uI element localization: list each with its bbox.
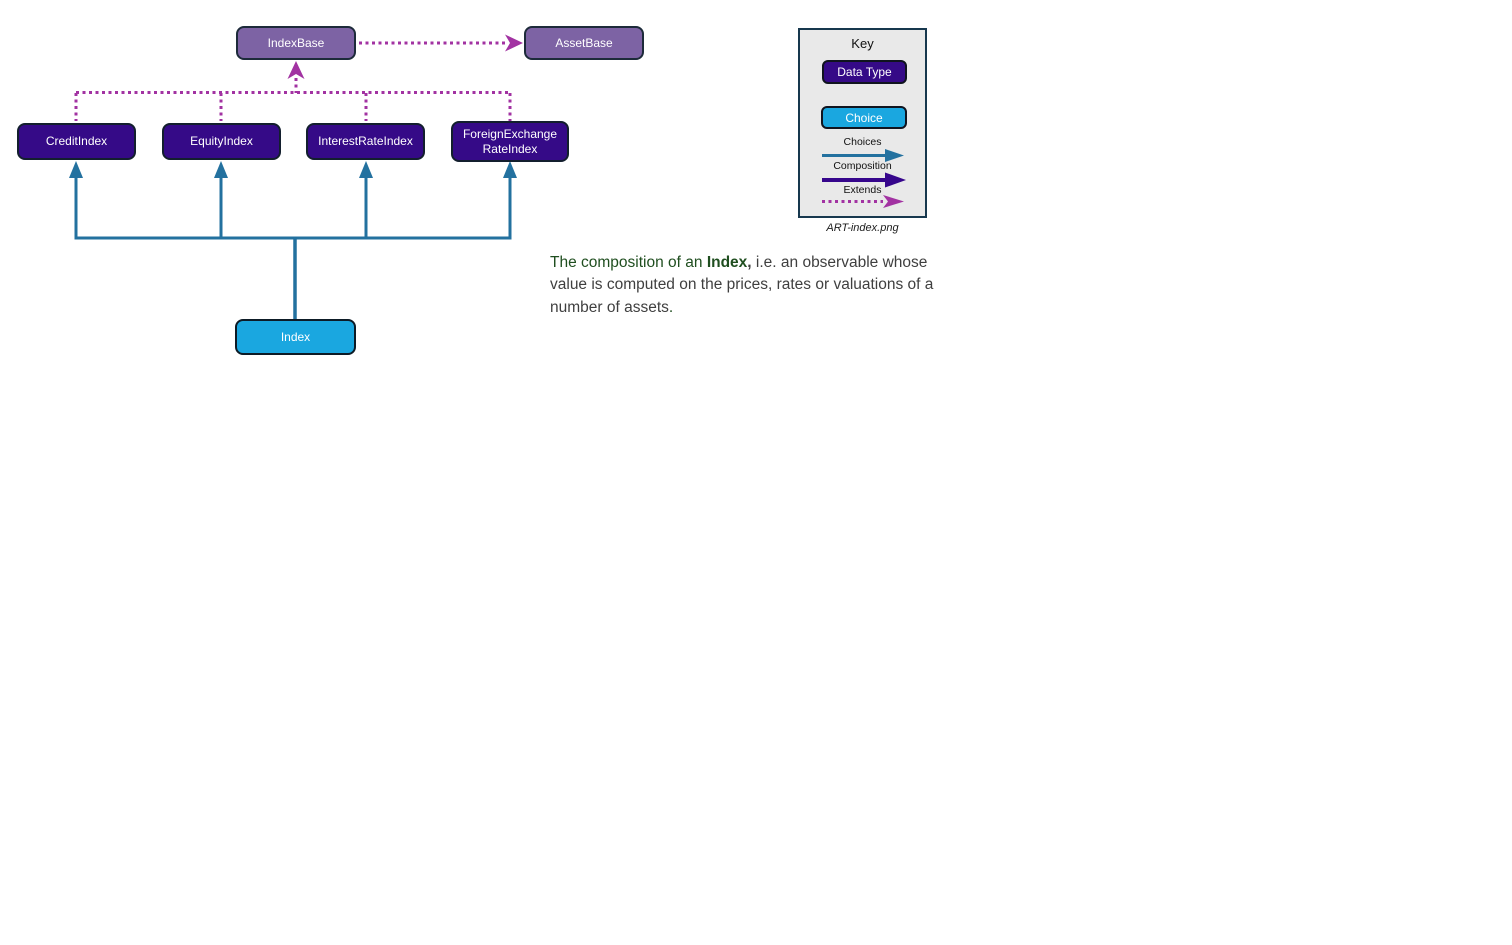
legend-composition-label: Composition	[833, 160, 892, 172]
node-index: Index	[235, 319, 356, 355]
choices-arrow-sample	[822, 149, 904, 162]
composition-arrow-sample	[822, 172, 906, 188]
description-text: The composition of an Index, i.e. an obs…	[550, 252, 934, 319]
node-equity-index: EquityIndex	[162, 123, 281, 160]
node-interest-rate-index: InterestRateIndex	[306, 123, 425, 160]
choices-arrowhead-interestrateindex	[359, 161, 373, 178]
description-period: .	[668, 298, 674, 316]
node-foreign-exchange-rate-index: ForeignExchange RateIndex	[451, 121, 569, 162]
choices-arrowhead-equityindex	[214, 161, 228, 178]
description-comma: ,	[747, 254, 752, 271]
description-lead: The composition of an	[550, 254, 707, 271]
legend-title: Key	[851, 36, 874, 51]
description-term: Index	[706, 254, 748, 271]
choices-arrowhead-creditindex	[69, 161, 83, 178]
node-index-base: IndexBase	[236, 26, 356, 60]
image-filename-caption: ART-index.png	[826, 222, 899, 234]
node-asset-base: AssetBase	[524, 26, 644, 60]
legend-key: Key Data Type Choice Choices Composition…	[798, 28, 927, 218]
node-credit-index: CreditIndex	[17, 123, 136, 160]
extends-arrowhead-right	[505, 34, 523, 52]
legend-choice-box: Choice	[821, 106, 907, 129]
description-body: i.e. an observable whose value is comput…	[550, 254, 934, 316]
extends-arrow-sample	[822, 195, 904, 208]
choices-arrowhead-fxrateindex	[503, 161, 517, 178]
extends-arrowhead-up	[287, 61, 305, 79]
legend-choices-label: Choices	[843, 136, 882, 148]
legend-data-type-box: Data Type	[822, 60, 907, 84]
legend-extends-label: Extends	[843, 184, 882, 196]
